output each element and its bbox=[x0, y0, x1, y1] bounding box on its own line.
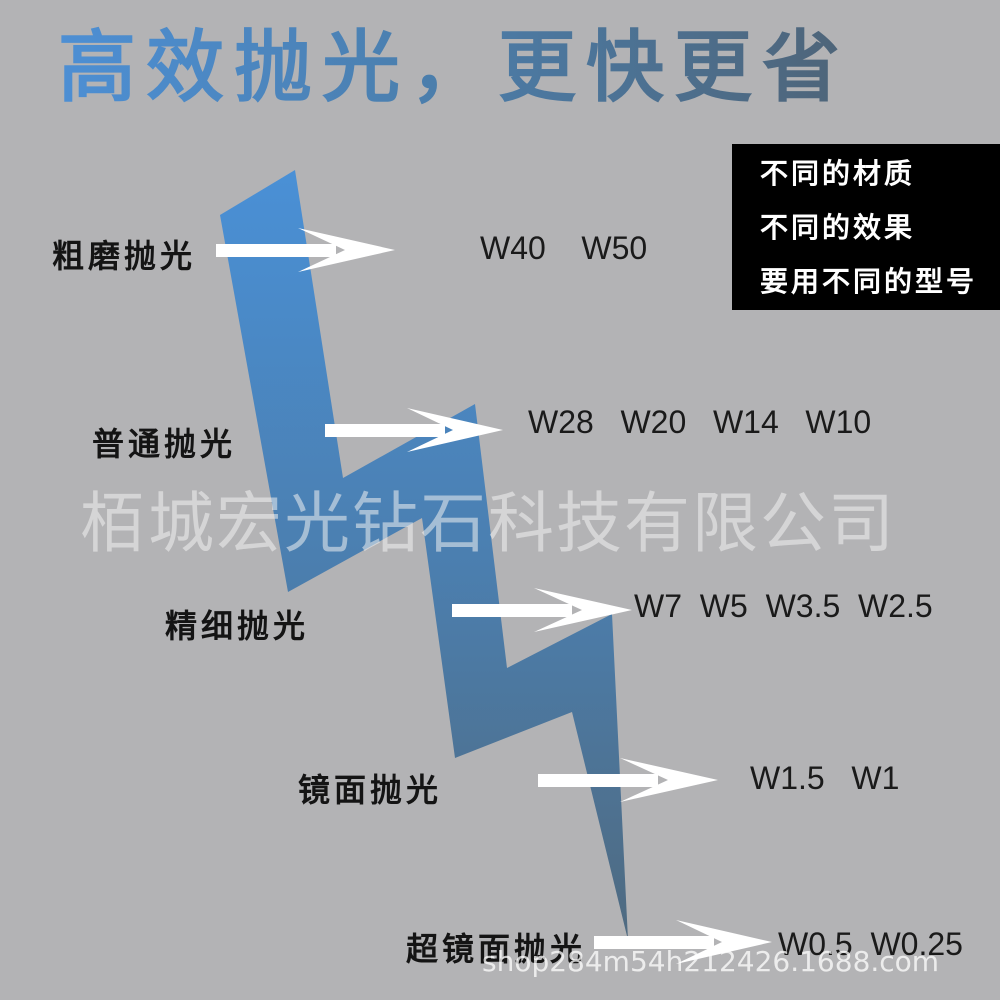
stage-label-normal: 普通抛光 bbox=[92, 425, 237, 463]
grades-coarse: W40 W50 bbox=[480, 230, 648, 266]
company-watermark: 栢城宏光钻石科技有限公司 bbox=[80, 485, 896, 562]
grades-normal: W28 W20 W14 W10 bbox=[528, 404, 872, 440]
stage-label-mirror: 镜面抛光 bbox=[298, 771, 443, 809]
stage-label-super-mirror: 超镜面抛光 bbox=[406, 930, 587, 968]
arrow-right-icon bbox=[594, 920, 772, 964]
grades-mirror: W1.5 W1 bbox=[750, 760, 900, 796]
info-line: 不同的效果 bbox=[760, 211, 916, 244]
grades-super-mirror: W0.5 W0.25 bbox=[778, 926, 963, 962]
info-line: 要用不同的型号 bbox=[760, 265, 978, 298]
arrow-right-icon bbox=[452, 588, 632, 632]
info-box: 不同的材质 不同的效果 要用不同的型号 bbox=[732, 144, 1000, 310]
arrow-right-icon bbox=[325, 408, 503, 452]
arrow-right-icon bbox=[216, 228, 395, 272]
grades-fine: W7 W5 W3.5 W2.5 bbox=[634, 588, 933, 624]
shop-url-watermark: shop284m54h212426.1688.com bbox=[482, 945, 940, 978]
stage-label-coarse: 粗磨抛光 bbox=[52, 237, 197, 275]
arrow-right-icon bbox=[538, 758, 718, 802]
info-line: 不同的材质 bbox=[760, 157, 916, 190]
stage-label-fine: 精细抛光 bbox=[165, 607, 310, 645]
page-title: 高效抛光，更快更省 bbox=[58, 22, 850, 116]
